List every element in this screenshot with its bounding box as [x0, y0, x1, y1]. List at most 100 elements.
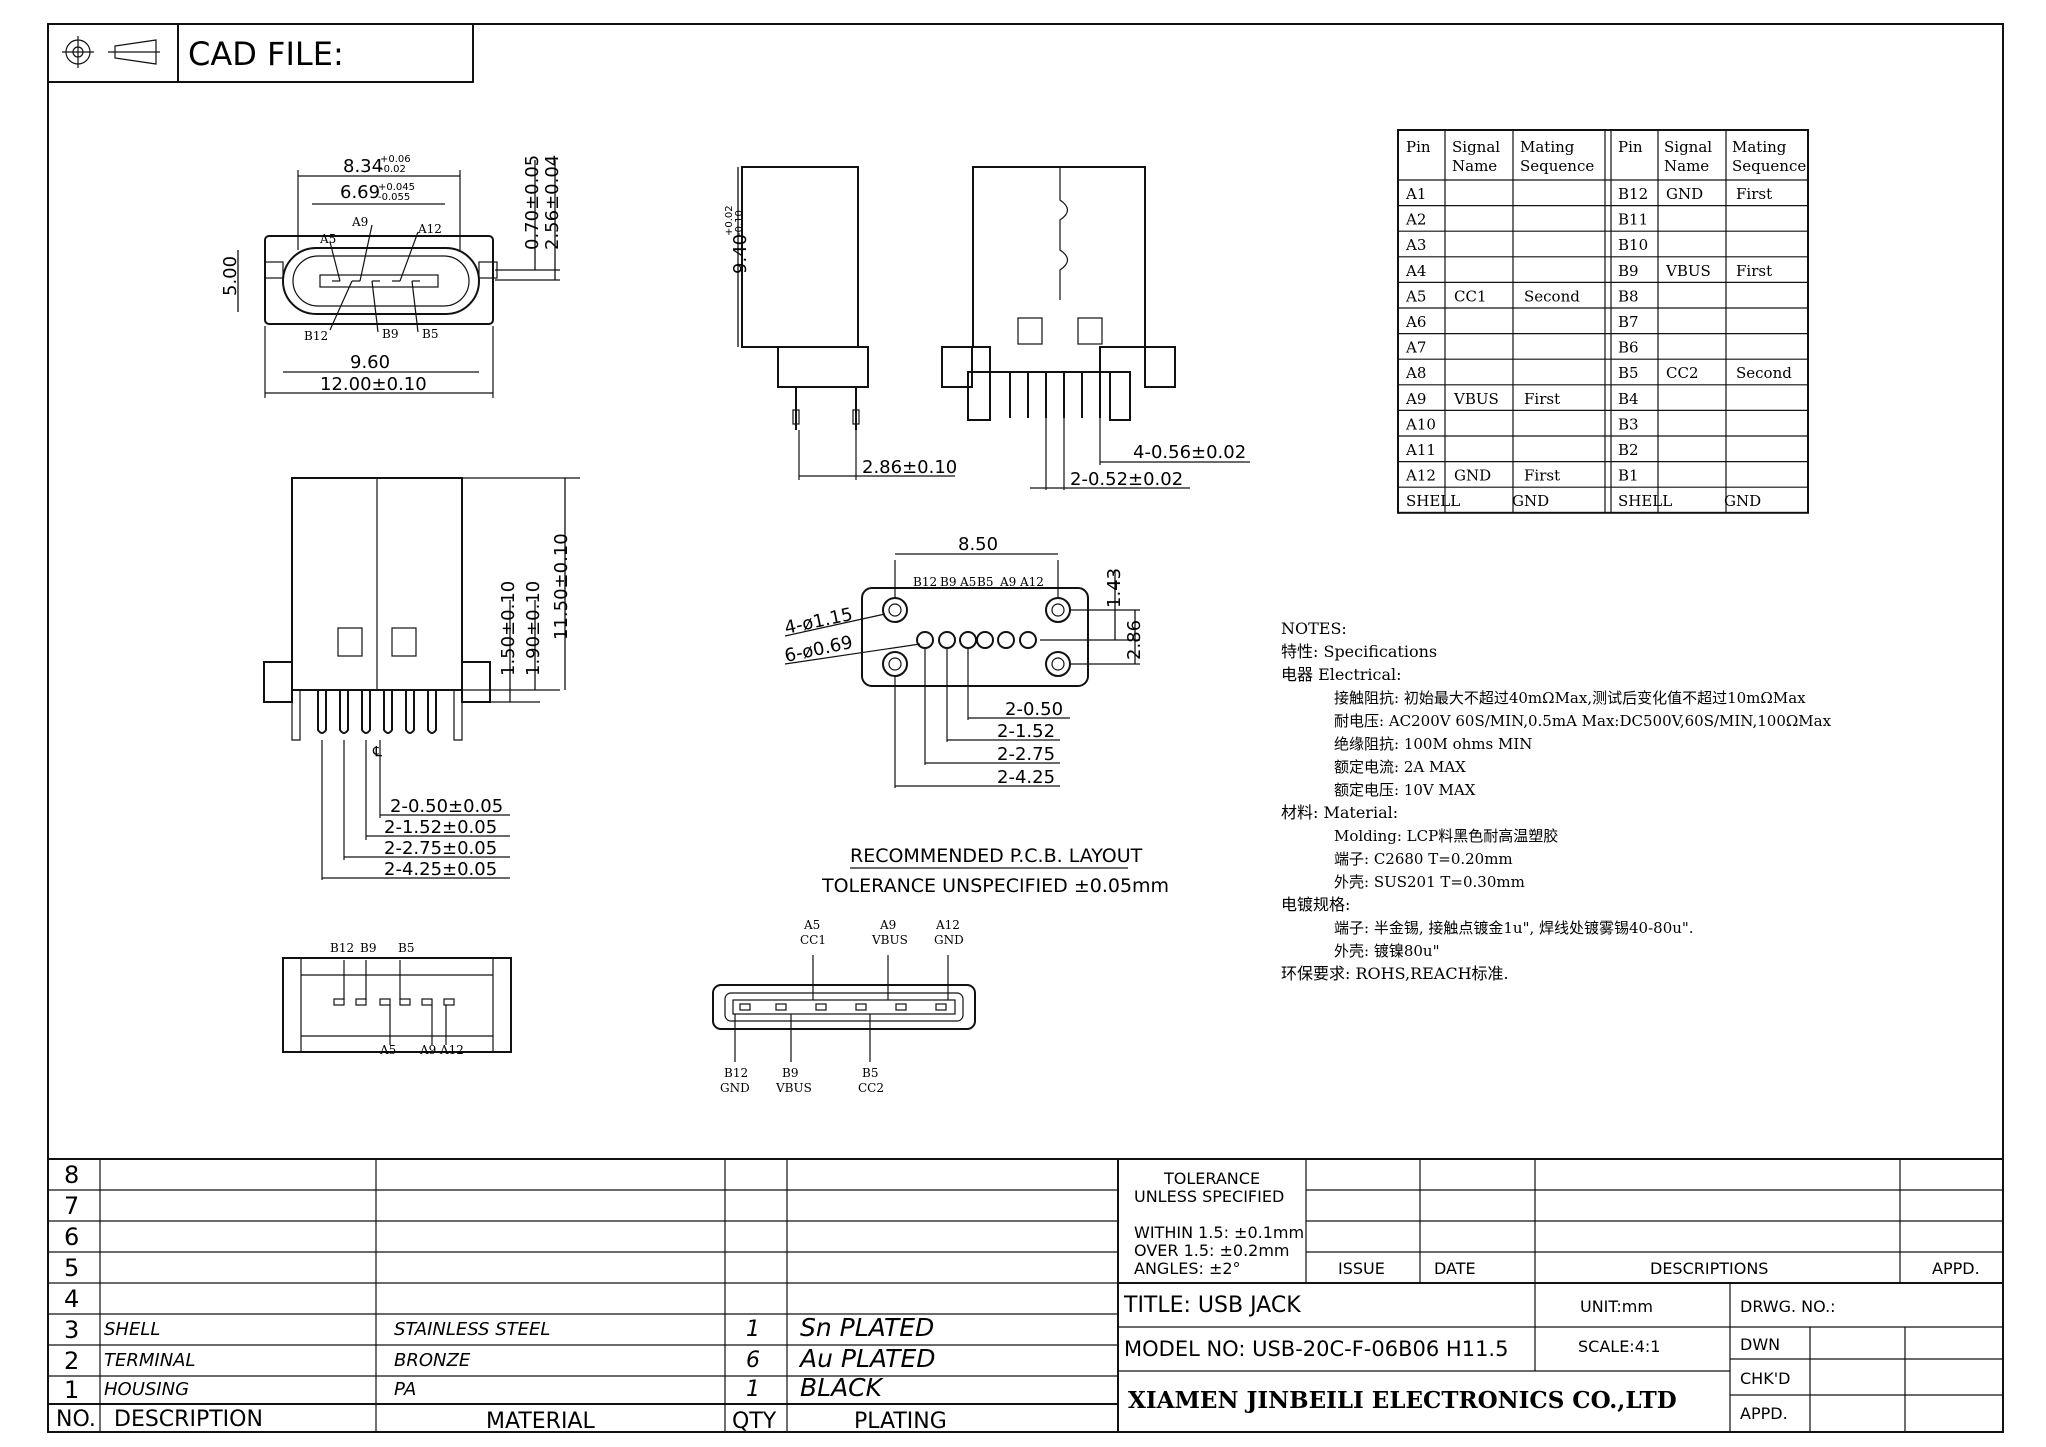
bom-table: 8 7 6 5 4 3 2 1 SHELL STAINLESS STEEL 1 … [48, 1158, 1119, 1434]
pin-table-cell: B8 [1618, 287, 1639, 305]
pin-table-cell: B7 [1618, 313, 1639, 331]
pin-table-cell: A4 [1405, 262, 1426, 280]
note-line: 端子: 半金锡, 接触点镀金1u", 焊线处镀雾锡40-80u". [1334, 919, 1694, 937]
bom-desc: TERMINAL [104, 1350, 196, 1371]
dim-value: 0.70±0.05 [522, 155, 543, 250]
tolerance-subtitle: UNLESS SPECIFIED [1134, 1187, 1284, 1206]
pin-label: B9 [940, 575, 956, 589]
dim-value: 2-0.50 [1005, 699, 1063, 720]
bom-row-number: 7 [64, 1192, 79, 1220]
note-line: 外壳: SUS201 T=0.30mm [1334, 873, 1525, 891]
signal-label: CC2 [858, 1081, 884, 1095]
pin-table-header: Pin [1618, 138, 1643, 156]
dim-value: 2-1.52 [997, 721, 1055, 742]
dim-value: 2-0.50±0.05 [390, 796, 503, 817]
approved-label: APPD. [1740, 1404, 1788, 1423]
dim-value: 9.60 [350, 352, 390, 373]
pin-label: A5 [803, 918, 820, 932]
title-block: TOLERANCE UNLESS SPECIFIED WITHIN 1.5: ±… [1118, 1158, 2003, 1432]
pcb-tolerance-note: TOLERANCE UNSPECIFIED ±0.05mm [821, 875, 1169, 897]
pin-table-cell: CC2 [1666, 364, 1699, 382]
signal-label: GND [934, 933, 964, 947]
bom-row-number: 8 [64, 1161, 79, 1189]
bom-material: PA [394, 1379, 416, 1400]
pin-table-cell: A10 [1405, 415, 1436, 433]
bom-row-number: 2 [64, 1347, 79, 1375]
dim-tolerance: -0.055 [378, 192, 410, 203]
note-line: 特性: Specifications [1281, 642, 1437, 661]
pin-table-cell: A7 [1405, 339, 1426, 357]
dim-value: 8.50 [958, 534, 998, 555]
dim-value: 2-4.25±0.05 [384, 859, 497, 880]
pin-table-cell: VBUS [1453, 390, 1499, 408]
note-line: 电器 Electrical: [1281, 665, 1402, 684]
pin-table-cell: SHELL [1406, 492, 1460, 510]
pin-label: A9 [999, 575, 1016, 589]
dim-value: 2-4.25 [997, 767, 1055, 788]
pin-label: B5 [862, 1066, 878, 1080]
pin-table-cell: VBUS [1665, 262, 1711, 280]
bom-row-number: 1 [64, 1376, 79, 1404]
bom-plating: Au PLATED [798, 1344, 936, 1373]
bom-header-qty: QTY [732, 1409, 777, 1434]
pin-table-cell: B9 [1618, 262, 1639, 280]
bom-header-desc: DESCRIPTION [114, 1407, 263, 1432]
drawing-title: TITLE: USB JACK [1123, 1293, 1301, 1318]
pin-table-cell: B2 [1618, 441, 1639, 459]
dim-tolerance: +0.06 [380, 154, 411, 165]
note-line: 耐电压: AC200V 60S/MIN,0.5mA Max:DC500V,60S… [1334, 712, 1832, 730]
pin-table-cell: B5 [1618, 364, 1639, 382]
rear-view: 4-0.56±0.02 2-0.52±0.02 [941, 166, 1250, 490]
note-line: 外壳: 镀镍80u" [1334, 942, 1439, 960]
pin-table-cell: GND [1666, 185, 1703, 203]
pin-label: B9 [360, 941, 376, 955]
pin-table-cell: A12 [1405, 467, 1436, 485]
pin-label: A12 [417, 222, 442, 236]
bom-qty: 1 [746, 1377, 760, 1402]
pin-label: B9 [382, 327, 398, 341]
pin-table-cell: GND [1454, 467, 1491, 485]
top-view: A5 A9 A12 B12 B9 B5 8.34 +0.06 -0.02 6.6… [220, 154, 563, 398]
pin-table-cell: Second [1736, 364, 1792, 382]
signal-label: CC1 [800, 933, 826, 947]
pin-label: A5 [319, 232, 336, 246]
notes: NOTES: 特性: Specifications 电器 Electrical:… [1281, 619, 1832, 983]
dim-value: 8.34 [343, 156, 383, 177]
bom-row-number: 4 [64, 1285, 79, 1313]
model-number: MODEL NO: USB-20C-F-06B06 H11.5 [1124, 1337, 1508, 1361]
bom-desc: SHELL [104, 1319, 160, 1340]
dim-tolerance: +0.02 [724, 205, 735, 236]
bom-plating: Sn PLATED [800, 1313, 934, 1342]
pin-table-cell: B10 [1618, 236, 1648, 254]
pin-table-cell: A9 [1405, 390, 1426, 408]
bom-row-number: 5 [64, 1254, 79, 1282]
signal-label: VBUS [871, 933, 908, 947]
note-line: 电镀规格: [1281, 895, 1350, 914]
pin-label: B12 [913, 575, 937, 589]
pin-table-header: Signal [1664, 138, 1712, 156]
pin-label: B5 [422, 327, 438, 341]
note-line: 绝缘阻抗: 100M ohms MIN [1334, 735, 1532, 753]
note-line: 环保要求: ROHS,REACH标准. [1281, 964, 1509, 983]
bom-qty: 1 [746, 1317, 760, 1342]
pin-table-cell: A1 [1405, 185, 1426, 203]
pin-table-cell: B3 [1618, 415, 1639, 433]
pin-label: B9 [782, 1066, 798, 1080]
bom-header-no: NO. [56, 1407, 96, 1432]
signal-label: GND [720, 1081, 750, 1095]
pin-table-cell: First [1524, 467, 1560, 485]
pin-table-cell: B6 [1618, 339, 1639, 357]
dim-value: 2.86±0.10 [862, 457, 957, 478]
dim-value: 2.86 [1124, 620, 1145, 660]
side-view: 9.40 +0.02 -0.10 2.86±0.10 [724, 166, 957, 480]
pin-label: A9 [419, 1043, 436, 1057]
issue-label: ISSUE [1338, 1259, 1385, 1278]
pin-table-cell: First [1524, 390, 1560, 408]
checked-label: CHK'D [1740, 1369, 1790, 1388]
pin-table-header: Sequence [1520, 157, 1594, 175]
note-line: Molding: LCP料黑色耐高温塑胶 [1334, 827, 1558, 845]
pin-label: A9 [351, 215, 368, 229]
pin-table-cell: CC1 [1454, 287, 1487, 305]
dim-value: 1.43 [1104, 568, 1125, 608]
